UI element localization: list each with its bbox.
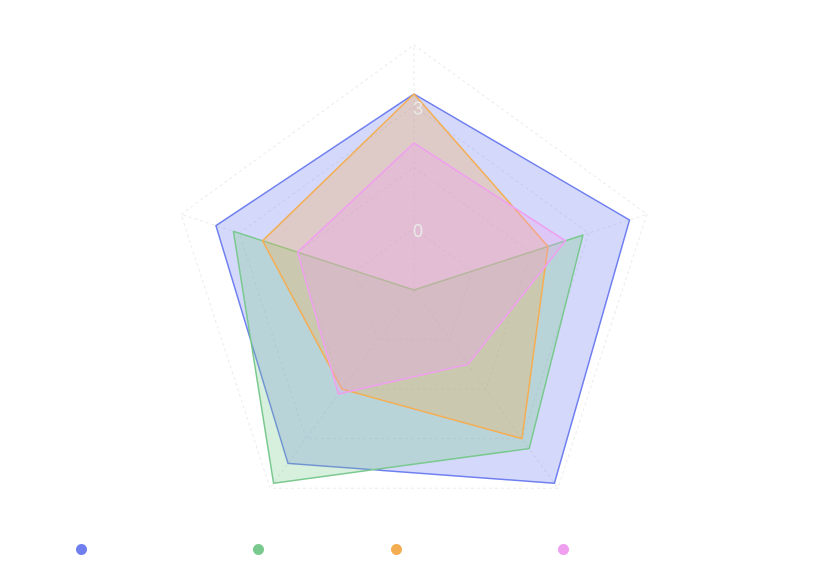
grid-ring — [355, 228, 473, 341]
legend-item-3[interactable] — [391, 540, 408, 558]
legend-dot — [76, 543, 87, 555]
radial-tick-label: 0 — [413, 221, 423, 241]
legend-item-1[interactable] — [76, 540, 93, 558]
radial-tick-label: 3 — [413, 98, 423, 118]
legend — [0, 540, 828, 560]
legend-item-4[interactable] — [558, 540, 575, 558]
legend-item-2[interactable] — [253, 540, 270, 558]
series-area-4[interactable] — [296, 142, 567, 395]
grid-spoke — [413, 289, 559, 489]
series-area-1[interactable] — [215, 93, 631, 485]
grid-ring — [180, 44, 648, 489]
legend-dot — [558, 543, 569, 555]
grid-ring — [238, 105, 590, 440]
grid-ring — [296, 166, 532, 390]
legend-dot — [391, 543, 402, 555]
legend-dot — [253, 543, 264, 555]
